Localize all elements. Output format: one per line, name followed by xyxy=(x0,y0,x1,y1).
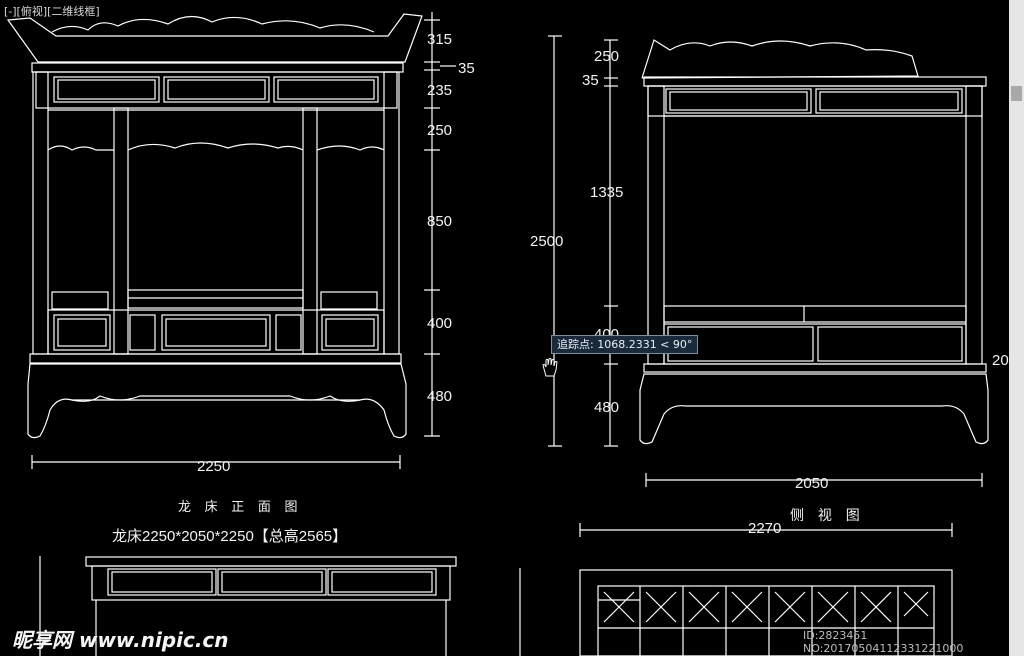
side-view-title: 侧 视 图 xyxy=(790,507,865,523)
side-view-drawing xyxy=(548,35,989,487)
front-view-drawing xyxy=(6,12,456,469)
watermark-id: ID:2823451 NO:20170504112331221000 xyxy=(803,629,964,655)
dim-front-850: 850 xyxy=(427,213,453,230)
dim-side-250: 250 xyxy=(594,48,620,65)
tracking-point-tooltip: 追踪点: 1068.2331 < 90° xyxy=(551,335,699,354)
dim-front-235: 235 xyxy=(427,82,453,99)
dim-front-400: 400 xyxy=(427,315,453,332)
dim-side-width: 2050 xyxy=(795,475,829,492)
front-view-title: 龙 床 正 面 图 xyxy=(178,499,303,514)
dim-side-total-height: 2500 xyxy=(530,233,564,250)
dim-side-480: 480 xyxy=(594,399,620,416)
bed-spec-text: 龙床2250*2050*2250【总高2565】 xyxy=(112,528,348,545)
lower-front-drawing xyxy=(39,556,457,656)
dim-front-480: 480 xyxy=(427,388,453,405)
plan-view-drawing xyxy=(519,523,953,656)
vertical-scrollbar[interactable] xyxy=(1009,0,1024,656)
dim-plan-width: 2270 xyxy=(748,520,782,537)
dim-side-1335: 1335 xyxy=(590,184,624,201)
dim-front-35: 35 xyxy=(458,60,475,77)
dim-front-315: 315 xyxy=(427,31,453,48)
dim-side-edge: 20 xyxy=(992,352,1009,369)
scrollbar-thumb[interactable] xyxy=(1011,86,1022,101)
watermark-logo: 昵享网 www.nipic.cn xyxy=(12,628,229,652)
dim-side-35: 35 xyxy=(582,72,599,89)
pan-hand-cursor-icon xyxy=(542,358,558,377)
dim-front-250: 250 xyxy=(427,122,453,139)
dim-front-width: 2250 xyxy=(197,458,231,475)
viewport-controls-label[interactable]: [-][俯视][二维线框] xyxy=(4,5,100,18)
